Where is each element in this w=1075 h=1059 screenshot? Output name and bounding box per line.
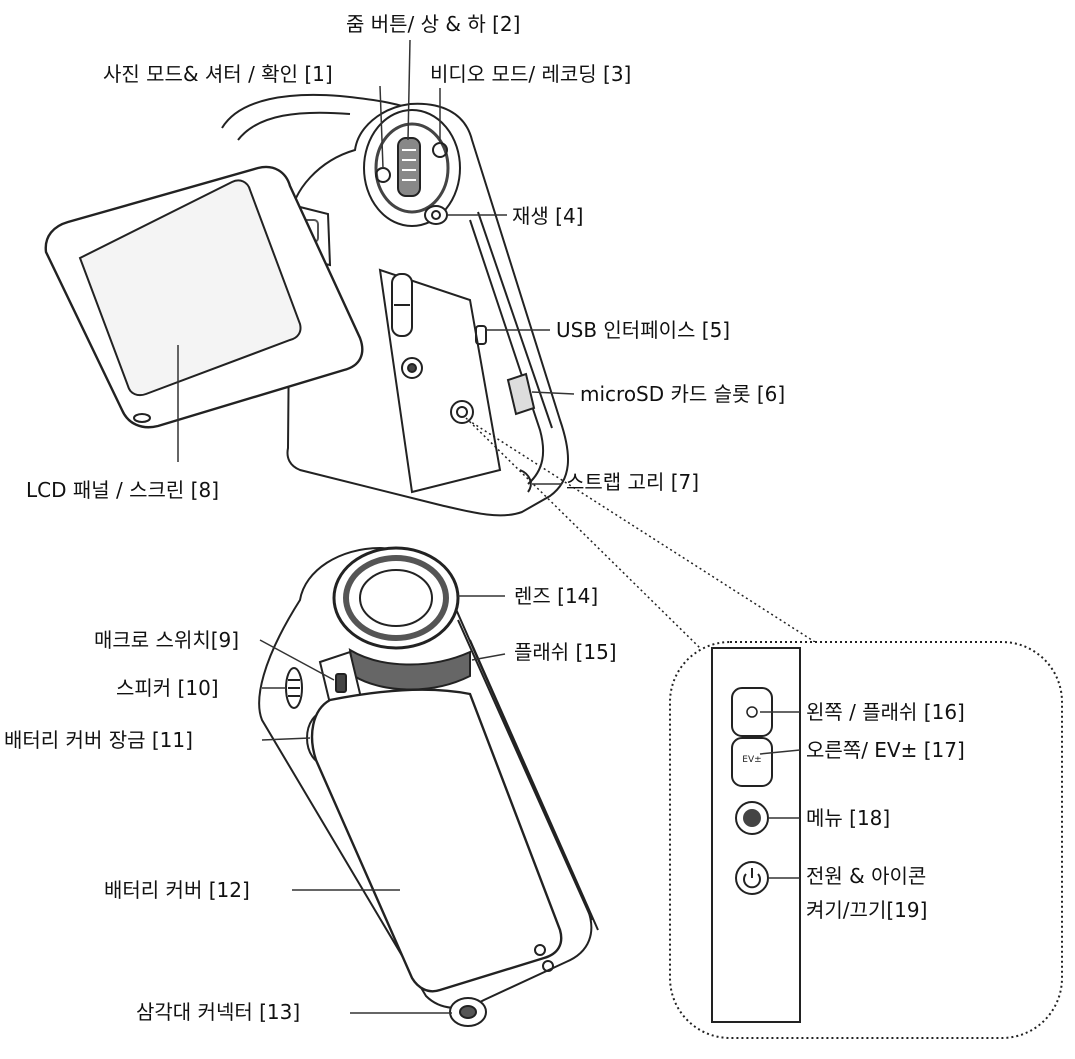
label-menu: 메뉴 [18]: [806, 806, 891, 830]
label-playback: 재생 [4]: [512, 204, 584, 228]
side-menu-button: [401, 357, 423, 379]
leader-17: [759, 749, 801, 755]
battery-cover: [310, 688, 563, 993]
leader-9: [259, 639, 335, 681]
camera2-side-edge: [457, 619, 593, 921]
label-photo-mode-shutter: 사진 모드& 셔터 / 확인 [1]: [103, 62, 333, 86]
label-right-ev: 오른쪽/ EV± [17]: [806, 738, 965, 762]
label-tripod-connector: 삼각대 커넥터 [13]: [136, 1000, 301, 1024]
label-left-flash: 왼쪽 / 플래쉬 [16]: [806, 700, 965, 724]
control-dial-inner: [374, 122, 450, 214]
label-usb-interface: USB 인터페이스 [5]: [556, 318, 731, 342]
usb-port: [475, 325, 487, 345]
label-zoom-button: 줌 버튼/ 상 & 하 [2]: [346, 12, 521, 36]
label-flash: 플래쉬 [15]: [514, 640, 617, 664]
label-battery-cover-lock: 배터리 커버 장금 [11]: [4, 728, 193, 752]
label-power-icons-line2: 켜기/끄기[19]: [806, 898, 928, 922]
leader-11: [261, 737, 311, 741]
leader-2: [407, 39, 411, 141]
label-microsd-slot: microSD 카드 슬롯 [6]: [580, 382, 786, 406]
camera-top-shell-inner: [237, 111, 351, 141]
lcd-screen: [78, 179, 302, 397]
camera-grip-edge: [469, 219, 545, 485]
leader-1: [379, 85, 384, 169]
lens-inner: [359, 569, 433, 627]
label-lens: 렌즈 [14]: [514, 584, 599, 608]
leader-lines: [177, 39, 801, 1014]
flash-band: [348, 648, 471, 691]
callout-pointer-lines: [465, 417, 891, 691]
strap-hook: [519, 469, 532, 493]
leader-6: [531, 391, 575, 395]
playback-button: [424, 205, 448, 225]
right-ev-button: [731, 737, 773, 787]
button-callout: EV±: [465, 417, 1063, 1039]
label-speaker: 스피커 [10]: [116, 676, 219, 700]
ev-mark: EV±: [742, 755, 761, 765]
microsd-slot: [506, 372, 536, 416]
side-power-button: [450, 400, 474, 424]
label-strap-hook: 스트랩 고리 [7]: [566, 470, 700, 494]
label-power-icons-line1: 전원 & 아이콘: [806, 864, 927, 888]
zoom-rocker: [397, 137, 421, 197]
lens-mid: [343, 555, 449, 641]
leader-15: [471, 653, 506, 661]
label-lcd-panel: LCD 패널 / 스크린 [8]: [26, 478, 220, 502]
top-camera: [44, 93, 569, 517]
label-video-mode: 비디오 모드/ 레코딩 [3]: [430, 62, 632, 86]
label-battery-cover: 배터리 커버 [12]: [104, 878, 250, 902]
label-macro-switch: 매크로 스위치[9]: [94, 628, 240, 652]
bottom-camera: [258, 546, 599, 1027]
